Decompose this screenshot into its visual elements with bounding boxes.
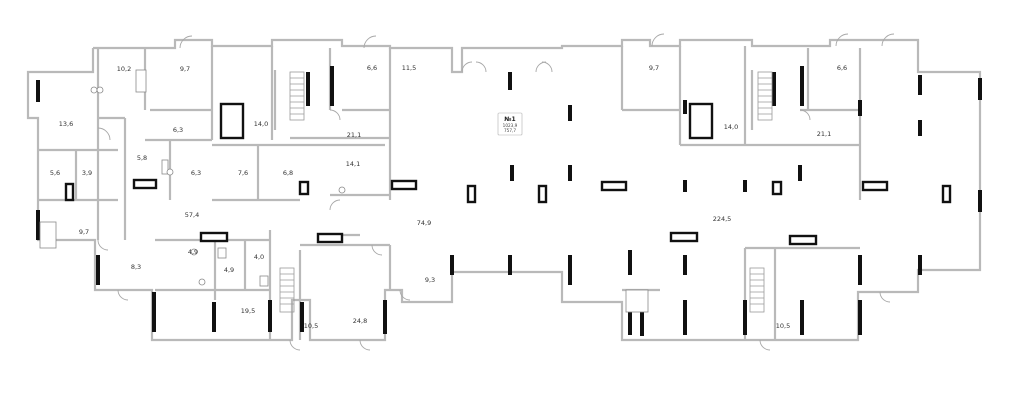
- area-label: 74,9: [417, 219, 431, 227]
- outer-walls: [26, 38, 982, 342]
- area-label: 6,3: [191, 169, 201, 177]
- area-label: 21,1: [347, 131, 361, 139]
- room-labels: 10,2 9,7 6,6 11,5 13,6 6,3 14,0 21,1 5,8…: [50, 64, 847, 330]
- area-label: 5,6: [50, 169, 60, 177]
- area-label: 10,5: [304, 322, 318, 330]
- area-label: 4,9: [188, 248, 198, 256]
- area-label: 24,8: [353, 317, 367, 325]
- area-label: 224,5: [713, 215, 732, 223]
- area-label: 10,5: [776, 322, 790, 330]
- unit-tag-title: №1: [504, 116, 515, 123]
- area-label: 8,3: [131, 263, 141, 271]
- area-label: 14,0: [254, 120, 268, 128]
- unit-tag-line1: 1023,9: [503, 123, 518, 128]
- area-label: 57,4: [185, 211, 199, 219]
- fixtures: [39, 69, 346, 287]
- area-label: 6,6: [837, 64, 847, 72]
- area-label: 19,5: [241, 307, 255, 315]
- interior-walls-right: [620, 46, 862, 340]
- area-label: 4,0: [254, 253, 264, 261]
- area-label: 6,3: [173, 126, 183, 134]
- area-label: 10,2: [117, 65, 131, 73]
- columns: [36, 66, 982, 336]
- unit-tag: №1 1023,9 757,7: [497, 112, 523, 136]
- area-label: 9,3: [425, 276, 435, 284]
- stairs: [279, 71, 773, 313]
- area-label: 9,7: [79, 228, 89, 236]
- area-label: 4,9: [224, 266, 234, 274]
- area-label: 5,8: [137, 154, 147, 162]
- interior-walls-left: [38, 46, 392, 340]
- area-label: 11,5: [402, 64, 416, 72]
- area-label: 14,1: [346, 160, 360, 168]
- doors: [97, 33, 895, 351]
- area-label: 21,1: [817, 130, 831, 138]
- unit-tag-line2: 757,7: [504, 128, 516, 133]
- area-label: 3,9: [82, 169, 92, 177]
- area-label: 9,7: [180, 65, 190, 73]
- area-label: 6,8: [283, 169, 293, 177]
- area-label: 14,0: [724, 123, 738, 131]
- area-label: 7,6: [238, 169, 248, 177]
- area-label: 13,6: [59, 120, 73, 128]
- shafts: [64, 102, 952, 313]
- area-label: 9,7: [649, 64, 659, 72]
- area-label: 6,6: [367, 64, 377, 72]
